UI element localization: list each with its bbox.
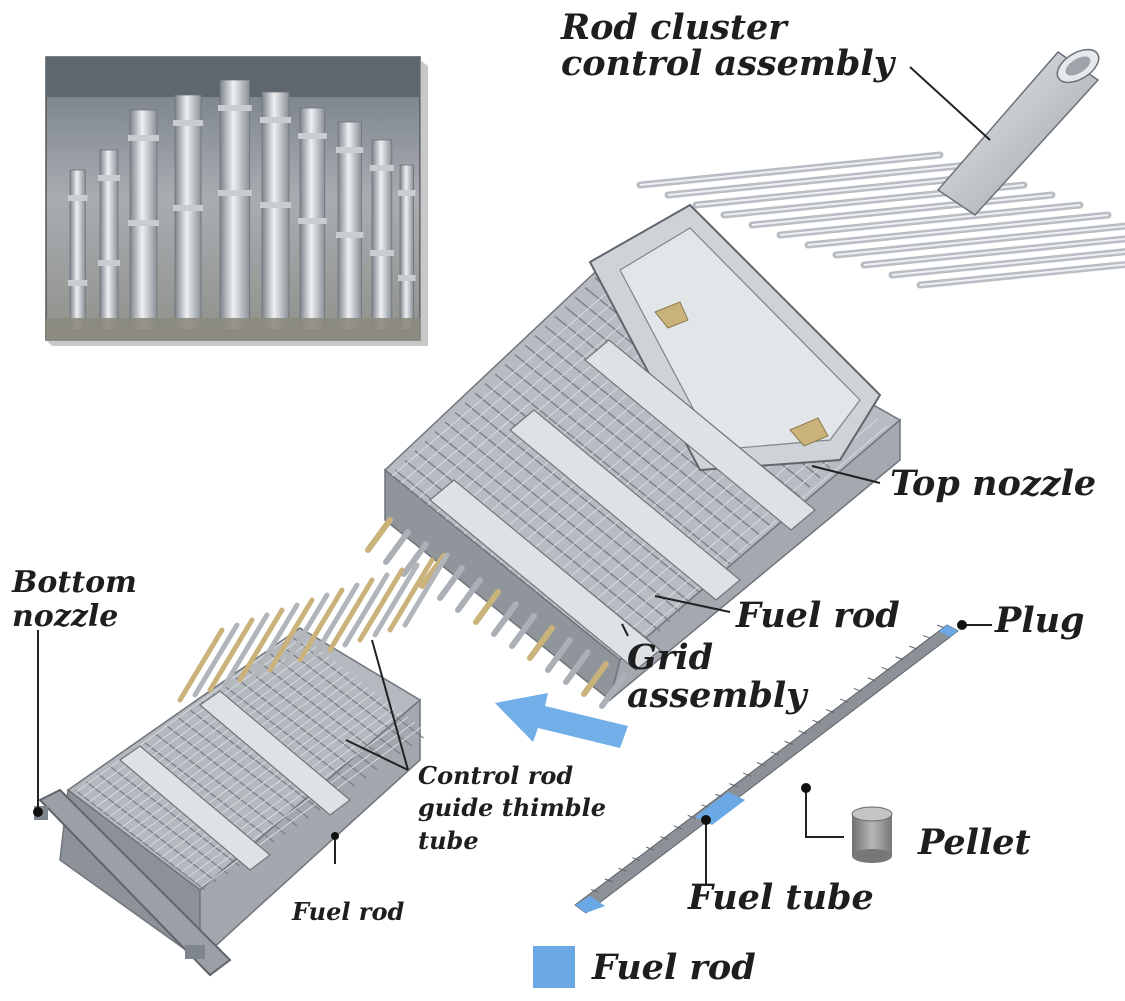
leader-lines xyxy=(37,66,992,885)
label-grid-line2: assembly xyxy=(627,675,807,716)
label-rcca-line1: Rod cluster xyxy=(561,7,787,48)
fuel-rod-swatch xyxy=(533,946,575,988)
label-rcca-line2: control assembly xyxy=(561,43,895,84)
fuel-assembly-photo xyxy=(45,56,428,346)
pellet-icon xyxy=(851,806,893,863)
leader-dots xyxy=(33,620,967,840)
label-bottom-line1: Bottom xyxy=(12,565,137,600)
single-fuel-rod xyxy=(574,624,959,914)
rod-cluster-control-assembly xyxy=(636,48,1125,289)
label-control-rod-line1: Control rod xyxy=(418,761,574,790)
label-fuel-rod-upper: Fuel rod xyxy=(736,595,900,636)
upper-fuel-assembly xyxy=(365,203,902,709)
label-plug: Plug xyxy=(995,600,1085,641)
lower-fuel-assembly xyxy=(34,552,450,977)
label-top-nozzle: Top nozzle xyxy=(890,463,1097,504)
label-fuel-tube: Fuel tube xyxy=(688,877,874,918)
direction-arrow-icon xyxy=(495,693,628,748)
label-fuel-rod-lower: Fuel rod xyxy=(292,897,405,926)
label-grid-line1: Grid xyxy=(627,637,714,678)
label-pellet: Pellet xyxy=(918,822,1031,863)
label-control-rod-line2: guide thimble xyxy=(418,793,606,822)
label-control-rod-line3: tube xyxy=(418,826,479,855)
legend-label-fuel-rod: Fuel rod xyxy=(592,947,756,988)
label-bottom-line2: nozzle xyxy=(12,599,119,634)
